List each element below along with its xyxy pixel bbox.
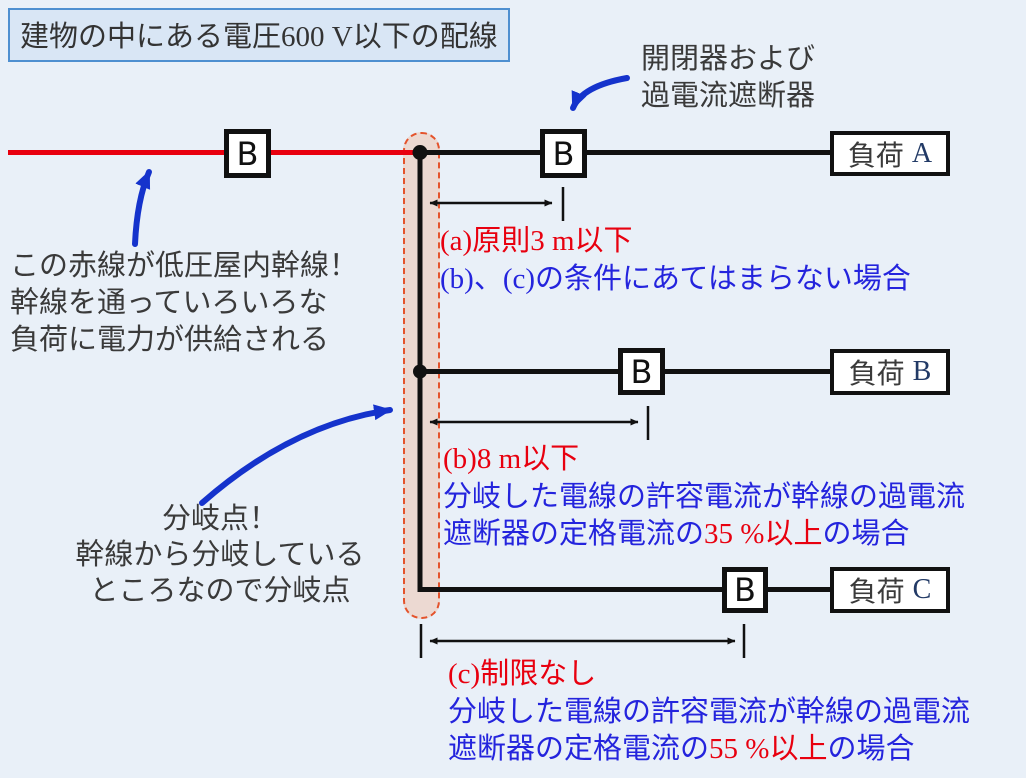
feeder-pointer-arrow (132, 169, 152, 247)
rule-c-text2: 遮断器の定格電流の (448, 731, 710, 765)
breaker-note: 開閉器および 過電流遮断器 (622, 40, 834, 114)
title-text-jp1: 建物の中にある電圧 (20, 19, 282, 53)
feeder-note-line1: この赤線が低圧屋内幹線！ (10, 248, 359, 282)
rule-b-tag: (b) (443, 443, 477, 475)
branch-riser-and-c-wire (417, 152, 722, 592)
rule-c: (c)制限なし 分岐した電線の許容電流が幹線の過電流 遮断器の定格電流の55 %… (448, 655, 970, 768)
rule-b-text2: 遮断器の定格電流の (443, 516, 705, 550)
branch-note-line2: 幹線から分岐している (75, 537, 365, 571)
rule-a-cond-tags: (b)、(c) (440, 263, 536, 295)
rule-b-line3: 遮断器の定格電流の35 %以上の場合 (443, 515, 965, 553)
load-c-box: 負荷 C (830, 567, 950, 613)
load-c-letter: C (912, 574, 932, 605)
breaker-box-feeder: B (224, 129, 271, 178)
rule-b-length: 8 m (476, 443, 522, 475)
breaker-label: B (630, 352, 653, 391)
rule-c-text3: 以上 (769, 731, 828, 765)
breaker-box-branch-b: B (618, 348, 665, 395)
branch-point-dot-top (412, 145, 428, 160)
title-text-jp2: 以下の配線 (352, 19, 498, 53)
rule-a-line2: (b)、(c)の条件にあてはまらない場合 (440, 260, 911, 298)
rule-c-line2: 分岐した電線の許容電流が幹線の過電流 (448, 694, 971, 728)
rule-c-line3: 遮断器の定格電流の55 %以上の場合 (448, 730, 970, 768)
page-title: 建物の中にある電圧600 V以下の配線 (8, 8, 510, 62)
rule-a-cond-text: の条件にあてはまらない場合 (535, 261, 911, 295)
rule-c-line1: (c)制限なし (448, 655, 970, 693)
rule-a-text2: 以下 (574, 223, 633, 257)
load-b-jp: 負荷 (848, 357, 905, 390)
breaker-label: B (552, 134, 575, 173)
branch-note-line1: 分岐点！ (161, 501, 278, 535)
rule-b-line1: (b)8 m以下 (443, 440, 965, 478)
load-b-letter: B (912, 356, 932, 387)
rule-a-line1: (a)原則3 m以下 (440, 222, 911, 260)
rule-c-text4: の場合 (827, 731, 915, 765)
breaker-label: B (236, 134, 259, 173)
breaker-note-line2: 過電流遮断器 (640, 78, 815, 112)
rule-b-text4: の場合 (822, 516, 910, 550)
breaker-box-branch-c: B (722, 567, 768, 613)
rule-c-percent: 55 % (709, 733, 770, 765)
breaker-note-line1: 開閉器および (640, 41, 815, 75)
feeder-note-line2: 幹線を通っていろいろな (10, 285, 328, 319)
branch-pointer-arrow (199, 404, 393, 506)
branch-note-line3: ところなので分岐点 (89, 573, 351, 607)
rule-b: (b)8 m以下 分岐した電線の許容電流が幹線の過電流 遮断器の定格電流の35 … (443, 440, 965, 553)
rule-a: (a)原則3 m以下 (b)、(c)の条件にあてはまらない場合 (440, 222, 911, 298)
load-c-jp: 負荷 (848, 575, 905, 608)
rule-c-text1: 制限なし (480, 656, 597, 690)
load-a-letter: A (911, 137, 933, 169)
branch-point-dot-middle (413, 364, 427, 379)
breaker-box-branch-a: B (540, 129, 587, 178)
feeder-note-line3: 負荷に電力が供給される (10, 322, 330, 356)
breaker-pointer-arrow (570, 75, 630, 111)
rule-a-tag: (a) (440, 225, 473, 257)
load-a-box: 負荷 A (830, 131, 950, 176)
rule-b-line2: 分岐した電線の許容電流が幹線の過電流 (443, 479, 966, 513)
title-voltage: 600 V (281, 21, 353, 53)
load-a-jp: 負荷 (847, 138, 904, 172)
breaker-label: B (734, 571, 756, 609)
rule-b-percent: 35 % (704, 518, 765, 550)
rule-a-length: 3 m (530, 225, 575, 257)
branch-note: 分岐点！ 幹線から分岐している ところなので分岐点 (70, 500, 370, 608)
feeder-note: この赤線が低圧屋内幹線！ 幹線を通っていろいろな 負荷に電力が供給される (10, 247, 358, 358)
rule-a-text1: 原則 (472, 223, 531, 257)
rule-c-tag: (c) (448, 658, 481, 690)
rule-b-text3: 以上 (764, 516, 823, 550)
load-b-box: 負荷 B (830, 349, 950, 395)
rule-b-text1: 以下 (521, 441, 580, 475)
